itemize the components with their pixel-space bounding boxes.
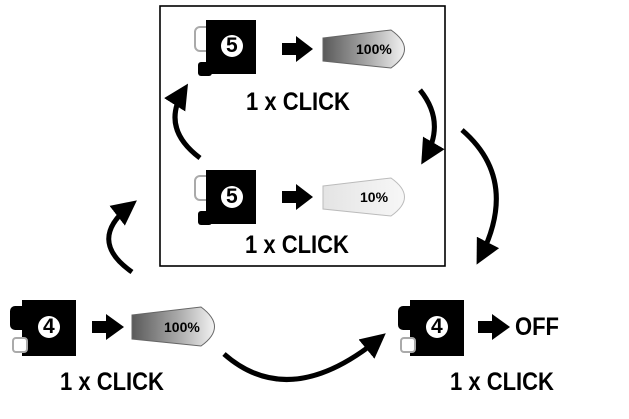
click-instruction: 1 x CLICK	[450, 368, 554, 396]
flashlight-head-icon	[194, 20, 256, 76]
curved-arrow-icon	[164, 83, 202, 160]
right-arrow-icon	[92, 314, 124, 340]
step-top-lower	[194, 170, 405, 225]
mode-number-label: 5	[226, 34, 238, 57]
mode-number-badge	[221, 35, 243, 57]
flashlight-head-icon	[10, 300, 76, 356]
mode-number-badge	[38, 316, 60, 338]
curved-arrow-icon	[222, 333, 386, 382]
mode-number-badge	[221, 186, 243, 208]
curved-arrow-icon	[460, 128, 500, 265]
mode-number-badge	[426, 316, 448, 338]
beam-level-label: 10%	[360, 189, 389, 205]
beam-level-label: 100%	[164, 319, 200, 335]
curved-arrow-icon	[418, 88, 445, 165]
curved-arrow-icon	[106, 200, 137, 275]
step-bottom-right	[398, 300, 510, 356]
click-instruction: 1 x CLICK	[60, 368, 164, 396]
light-beam-icon	[131, 306, 215, 347]
click-instruction: 1 x CLICK	[246, 88, 350, 116]
mode-number-label: 5	[226, 185, 238, 208]
click-instruction: 1 x CLICK	[245, 231, 349, 259]
off-label: OFF	[515, 313, 559, 341]
light-beam-icon	[322, 29, 405, 69]
step-top-upper	[194, 20, 405, 76]
right-arrow-icon	[478, 314, 510, 340]
right-arrow-icon	[282, 184, 313, 210]
mode-number-label: 4	[431, 315, 443, 338]
step-bottom-left	[10, 300, 215, 356]
right-arrow-icon	[282, 36, 313, 62]
mode-cycle-box	[159, 5, 446, 267]
beam-level-label: 100%	[356, 41, 392, 57]
flashlight-head-icon	[194, 170, 256, 225]
light-beam-icon	[322, 177, 405, 217]
mode-number-label: 4	[43, 315, 55, 338]
flashlight-head-icon	[398, 300, 464, 356]
